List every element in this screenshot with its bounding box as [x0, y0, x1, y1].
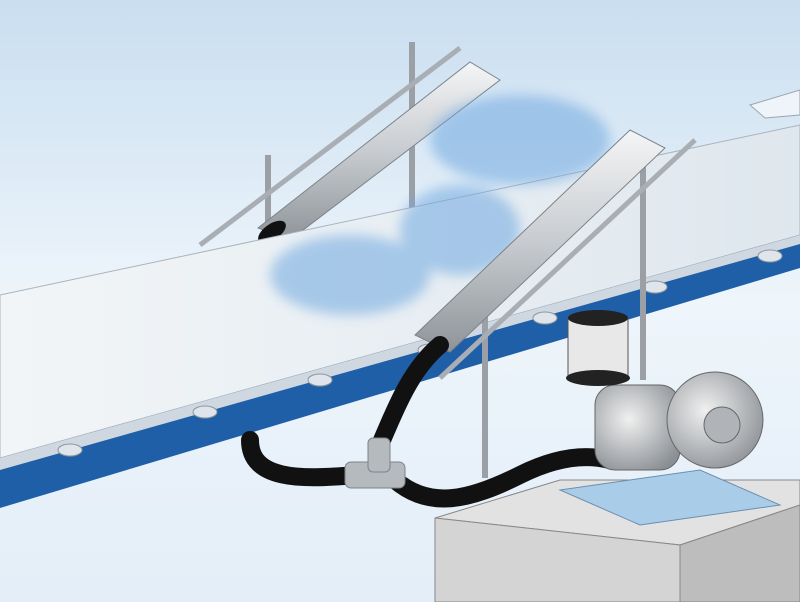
air-stream: [270, 95, 610, 315]
intake-filter: [567, 317, 629, 379]
belt-rail: [0, 235, 800, 508]
front-air-knife: [414, 129, 697, 478]
rear-air-knife: [198, 42, 501, 247]
hoses: [241, 336, 619, 508]
y-connector: [344, 437, 406, 489]
blower: [558, 310, 782, 526]
